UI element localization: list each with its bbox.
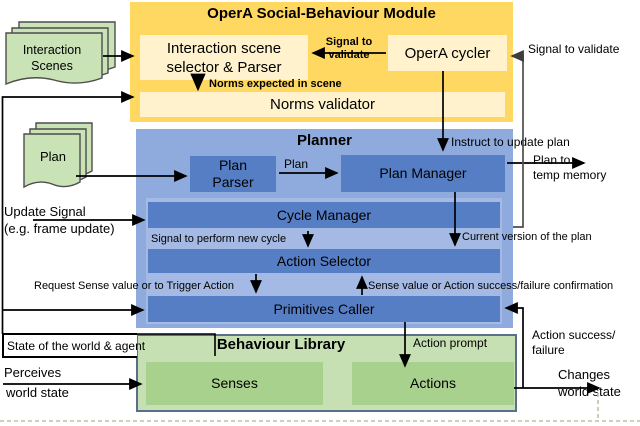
opera-cycler-box: OperA cycler xyxy=(388,35,507,71)
opera-cycler-label: OperA cycler xyxy=(404,44,491,62)
current-version-label: Current version of the plan xyxy=(462,231,592,243)
cycle-manager-box: Cycle Manager xyxy=(148,202,500,228)
norms-expected-label: Norms expected in scene xyxy=(209,78,342,90)
norms-validator-box: Norms validator xyxy=(140,92,505,117)
primitives-caller-box: Primitives Caller xyxy=(148,296,500,322)
request-sense-label: Request Sense value or to Trigger Action xyxy=(34,280,234,292)
perceives-label: Perceives xyxy=(4,365,62,380)
plan-temp-memory-label: Plan to temp memory xyxy=(533,153,607,182)
actions-box: Actions xyxy=(352,362,514,405)
plan-document-label: Plan xyxy=(39,149,67,164)
plan-parser-box: Plan Parser xyxy=(190,156,276,192)
action-selector-label: Action Selector xyxy=(276,252,372,269)
state-world-label-box xyxy=(2,333,137,358)
norms-validator-label: Norms validator xyxy=(269,96,376,113)
plan-manager-label: Plan Manager xyxy=(379,165,467,181)
sense-confirmation-label: Sense value or Action success/failure co… xyxy=(368,280,614,292)
signal-new-cycle-label: Signal to perform new cycle xyxy=(151,233,287,245)
senses-label: Senses xyxy=(211,375,258,391)
actions-label: Actions xyxy=(410,375,456,391)
state-world-label: State of the world & agent xyxy=(7,339,146,353)
cycle-manager-label: Cycle Manager xyxy=(276,206,372,223)
action-success-label: Action success/ failure xyxy=(532,328,616,357)
world-state-label: world state xyxy=(6,385,69,400)
signal-to-validate-inner-label: Signal to validate xyxy=(325,36,373,61)
action-prompt-label: Action prompt xyxy=(413,336,488,350)
instruct-update-label: Instruct to update plan xyxy=(451,135,570,149)
opera-module-title: OperA Social-Behaviour Module xyxy=(207,5,436,22)
plan-arrow-label: Plan xyxy=(284,157,309,171)
action-selector-box: Action Selector xyxy=(148,249,500,273)
changes-world-state-label: Changes world state xyxy=(558,367,621,399)
behaviour-library-title: Behaviour Library xyxy=(216,336,346,353)
senses-box: Senses xyxy=(146,362,323,405)
interaction-scene-selector-label: Interaction scene selector & Parser xyxy=(166,39,282,76)
primitives-caller-label: Primitives Caller xyxy=(273,300,375,317)
interaction-scene-selector-box: Interaction scene selector & Parser xyxy=(140,35,308,80)
interaction-scenes-label: Interaction Scenes xyxy=(22,43,82,73)
plan-manager-box: Plan Manager xyxy=(341,155,505,192)
update-signal-label: Update Signal (e.g. frame update) xyxy=(4,204,115,236)
signal-validate-right-label: Signal to validate xyxy=(528,42,620,56)
plan-parser-label: Plan Parser xyxy=(212,157,254,190)
planner-title: Planner xyxy=(296,132,353,149)
